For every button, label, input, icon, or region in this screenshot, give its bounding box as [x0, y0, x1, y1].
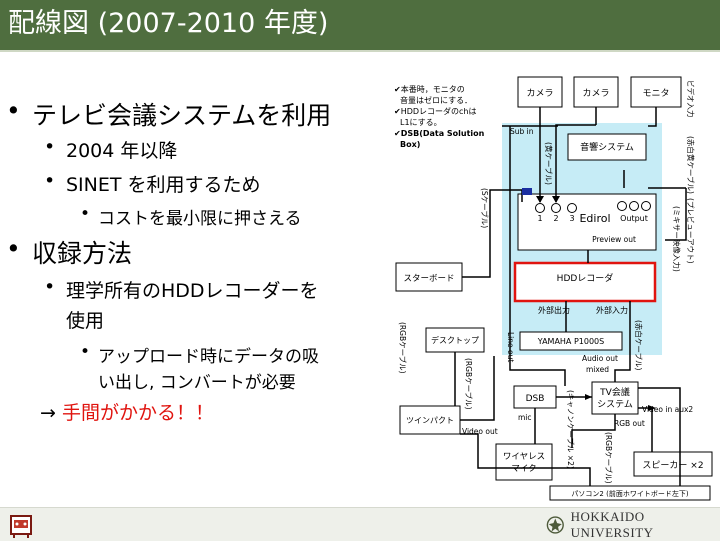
note-line: L1にする。: [400, 118, 442, 127]
desktop-box: [425, 327, 485, 353]
rgb-cable: [460, 356, 495, 421]
starboard-label: スターボード: [403, 274, 454, 284]
video-out-cable: [460, 433, 591, 486]
bullet-level2: SINET を利用するため: [66, 174, 261, 196]
bullet-level1: 収録方法: [32, 239, 133, 268]
note-line: ✔DSB(Data Solution: [394, 129, 485, 138]
university-name: HOKKAIDO UNIVERSITY: [570, 509, 654, 540]
camera-label: カメラ: [526, 88, 553, 99]
mixed-label: mixed: [586, 365, 609, 374]
edirol-input-1: 1: [537, 214, 542, 223]
speaker-box: [633, 451, 713, 477]
speaker-cable: [638, 407, 653, 452]
note-line: Box): [400, 140, 420, 149]
yamaha-label: YAMAHA P1000S: [537, 337, 604, 346]
dsb-label: DSB: [526, 394, 545, 404]
pc2-box: [549, 485, 711, 501]
red-white-yellow-label: (赤白黄ケーブル): [686, 136, 696, 194]
bullet-dot: •: [80, 204, 91, 224]
ext-out-label: 外部出力: [538, 305, 570, 315]
bullet-dot: •: [44, 276, 56, 298]
tv-label-2: システム: [597, 399, 633, 410]
bullet-level2: 理学所有のHDDレコーダーを: [66, 280, 319, 302]
hdd-label: HDDレコーダ: [557, 272, 614, 284]
bullet-dot: •: [44, 136, 56, 158]
bullet-level3: コストを最小限に押さえる: [98, 209, 302, 229]
preview-out-vlabel: (プレビューアウト): [686, 198, 695, 264]
rgb-out-cable: [638, 387, 681, 486]
monitor-cable: [648, 107, 657, 127]
wireless-label-1: ワイヤレス: [503, 452, 545, 462]
video-out-label: Video out: [462, 427, 498, 436]
edirol-input-2: 2: [553, 214, 558, 223]
twinpact-box: [399, 405, 461, 435]
mixer-video-label: (ミキサー映像入力): [672, 206, 682, 272]
ext-in-label: 外部入力: [596, 305, 628, 315]
video-in-aux2-label: Video in aux2: [642, 405, 693, 414]
bullet-level3-cont: い出し, コンバートが必要: [98, 373, 296, 393]
bullet-level2-cont: 使用: [66, 310, 105, 332]
bullet-dot: •: [6, 96, 21, 125]
rgb-cable-label: (RGBケーブル): [398, 322, 408, 374]
slide-title: 配線図 (2007-2010 年度): [8, 8, 329, 39]
preview-out-label: Preview out: [592, 235, 636, 244]
arrow-glyph: →: [40, 402, 62, 424]
sub-in-label: Sub in: [510, 127, 534, 136]
rgb-out-label: RGB out: [614, 419, 645, 428]
wireless-label-2: マイク: [511, 464, 536, 474]
edirol-output: Output: [620, 214, 648, 223]
note-line: ✔HDDレコーダのchは: [394, 106, 477, 116]
camera-label: カメラ: [582, 88, 609, 99]
conclusion-line: → 手間がかかる！！: [40, 398, 214, 425]
yamaha-box: [519, 331, 623, 351]
red-white-cable-label: (赤白ケーブル): [634, 320, 644, 370]
cannon-cable: [571, 414, 616, 448]
wiring-diagram: ✔本番時，モニタの 音量はゼロにする． ✔HDDレコーダのchは L1にする。 …: [394, 76, 713, 501]
camera-box: [573, 76, 619, 108]
audio-out-label: Audio out: [582, 354, 618, 363]
note-line: ✔本番時，モニタの: [394, 84, 465, 94]
desktop-label: デスクトップ: [431, 335, 479, 345]
speaker-label: スピーカー ×2: [642, 460, 703, 471]
audio-system-label: 音響システム: [580, 141, 634, 153]
twinpact-label: ツインパクト: [406, 416, 454, 425]
mic-label: mic: [518, 413, 532, 422]
monitor-label: モニタ: [642, 88, 669, 99]
bullet-dot: •: [80, 342, 91, 362]
tv-label-1: TV会議: [599, 386, 630, 398]
footer-bar: [0, 507, 720, 541]
starboard-box: [395, 262, 463, 292]
sub-in-cable: [509, 126, 566, 386]
monitor-box: [630, 76, 682, 108]
title-divider: [0, 50, 720, 52]
hdd-recorder-box: [513, 261, 657, 303]
conclusion-text: 手間がかかる！！: [61, 402, 214, 424]
note-line: 音量はゼロにする．: [400, 95, 472, 105]
bullet-dot: •: [6, 234, 21, 263]
title-bar: [0, 0, 720, 50]
audio-system-box: [567, 133, 647, 161]
hdd-in-cable: [614, 301, 631, 382]
bullet-level1: テレビ会議システムを利用: [32, 101, 332, 130]
input-connector: [522, 188, 532, 195]
university-brand: HOKKAIDO UNIVERSITY: [546, 509, 720, 540]
s-cable-label: (Sケーブル): [480, 188, 490, 228]
university-crest-icon: [546, 516, 564, 534]
yellow-cable-label: (黄ケーブル): [544, 142, 554, 185]
mascot-logo-icon: [10, 515, 32, 538]
video-input-label: ビデオ入力: [686, 80, 696, 118]
camera-cable: [555, 124, 596, 202]
wireless-mic-box: [495, 443, 553, 481]
mixer-cable: [665, 188, 687, 241]
bullet-level2: 2004 年以降: [66, 140, 178, 162]
rgb-cable-label: (RGBケーブル): [604, 432, 614, 484]
rgb-cable-label: (RGBケーブル): [464, 358, 474, 410]
edirol-input-3: 3: [569, 214, 574, 223]
bullet-level3: アップロード時にデータの吸: [98, 347, 319, 367]
pc2-label: パソコン2 (前面ホワイトボード左下): [571, 489, 688, 498]
edirol-label: Edirol: [579, 212, 610, 225]
xlr-cable-label: (キャノンケーブル ×2): [566, 390, 576, 469]
line-out-label: Line out: [506, 332, 515, 362]
bullet-dot: •: [44, 170, 56, 192]
